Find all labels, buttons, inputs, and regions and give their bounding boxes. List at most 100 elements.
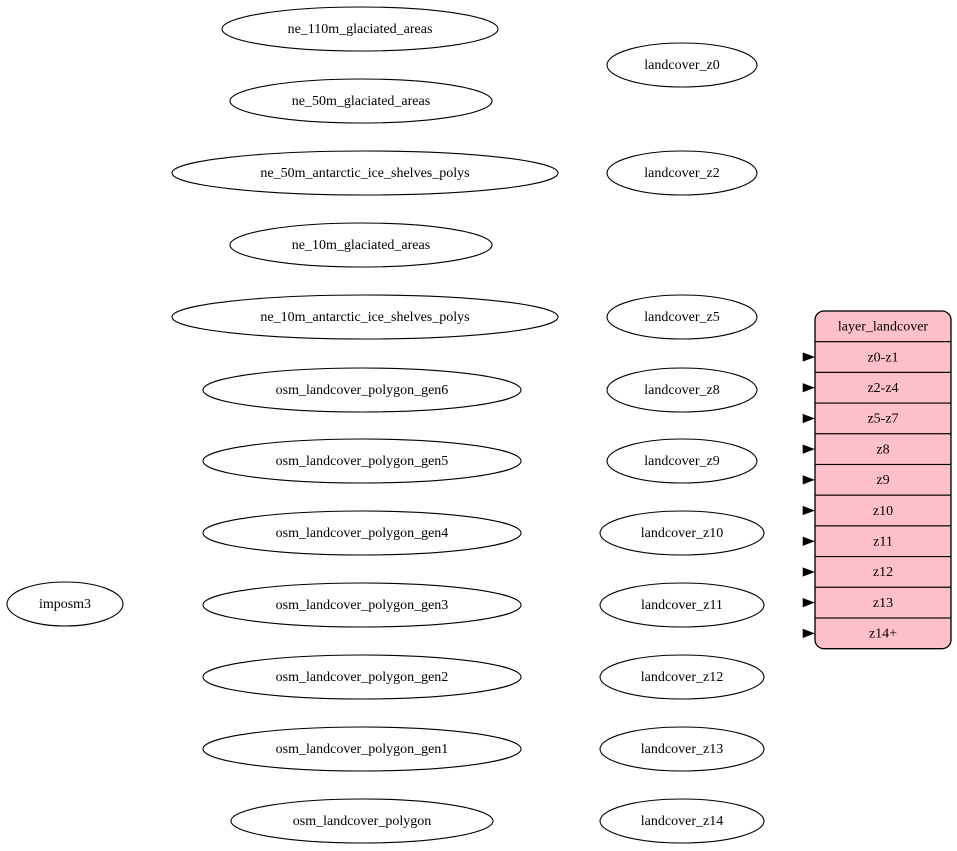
osm-table-node-osm_landcover_polygon_gen5[interactable]: osm_landcover_polygon_gen5 [202,438,522,484]
landcover-view-node-landcover_z2[interactable]: landcover_z2 [606,150,758,196]
table-row-label: z11 [873,535,893,550]
edges-layer [802,352,815,638]
node-label: osm_landcover_polygon [293,814,431,829]
natural-earth-node-ne_50m_antarctic_ice_shelves_polys[interactable]: ne_50m_antarctic_ice_shelves_polys [171,150,559,196]
node-shape [202,367,522,413]
node-label: landcover_z14 [641,814,723,829]
table-row-label: z10 [873,504,893,519]
node-label: imposm3 [39,597,91,612]
landcover-view-node-landcover_z10[interactable]: landcover_z10 [599,510,765,556]
table-row-label: z2-z4 [867,381,898,396]
node-label: ne_50m_antarctic_ice_shelves_polys [260,166,469,181]
node-shape [6,581,124,627]
edge-arrowhead [802,383,815,393]
osm-table-node-osm_landcover_polygon_gen1[interactable]: osm_landcover_polygon_gen1 [202,726,522,772]
node-shape [606,294,758,340]
node-label: ne_10m_antarctic_ice_shelves_polys [260,310,469,325]
landcover-view-node-landcover_z14[interactable]: landcover_z14 [599,798,765,844]
node-label: ne_10m_glaciated_areas [292,238,430,253]
edge-arrowhead [802,352,815,362]
node-label: landcover_z8 [644,383,719,398]
node-label: osm_landcover_polygon_gen2 [276,670,449,685]
osm-table-node-osm_landcover_polygon[interactable]: osm_landcover_polygon [230,798,494,844]
table-row-label: z9 [876,473,889,488]
natural-earth-node-ne_10m_glaciated_areas[interactable]: ne_10m_glaciated_areas [229,222,493,268]
natural-earth-node-ne_50m_glaciated_areas[interactable]: ne_50m_glaciated_areas [229,78,493,124]
table-row-label: z12 [873,565,893,580]
node-label: osm_landcover_polygon_gen6 [276,383,449,398]
source-node-imposm3[interactable]: imposm3 [6,581,124,627]
edge-arrowhead [802,598,815,608]
node-shape [599,582,765,628]
landcover-view-node-landcover_z8[interactable]: landcover_z8 [606,367,758,413]
osm-table-node-osm_landcover_polygon_gen6[interactable]: osm_landcover_polygon_gen6 [202,367,522,413]
table-row-z8[interactable] [815,433,951,466]
osm-table-node-osm_landcover_polygon_gen2[interactable]: osm_landcover_polygon_gen2 [202,654,522,700]
node-label: osm_landcover_polygon_gen3 [276,598,449,613]
edge-arrowhead [802,413,815,424]
node-shape [599,798,765,844]
table-header-label: layer_landcover [838,320,929,335]
table-row-z2-z4[interactable] [815,371,951,404]
node-shape [229,222,493,268]
node-label: osm_landcover_polygon_gen1 [276,742,449,757]
landcover-view-node-landcover_z5[interactable]: landcover_z5 [606,294,758,340]
table-row-label: z8 [876,442,889,457]
node-shape [221,6,499,52]
node-label: landcover_z11 [641,598,723,613]
edge-arrowhead [802,475,815,485]
edge-arrowhead [802,444,815,454]
layer-landcover-table[interactable]: layer_landcover z0-z1 z2-z4 z5-z7 z8 z9 z10 z11… [814,310,952,650]
node-shape [202,654,522,700]
node-label: osm_landcover_polygon_gen5 [276,454,449,469]
node-shape [202,438,522,484]
node-label: osm_landcover_polygon_gen4 [276,526,449,541]
landcover-view-node-landcover_z13[interactable]: landcover_z13 [599,726,765,772]
landcover-view-node-landcover_z11[interactable]: landcover_z11 [599,582,765,628]
table-row-z10[interactable] [815,494,951,527]
natural-earth-node-ne_10m_antarctic_ice_shelves_polys[interactable]: ne_10m_antarctic_ice_shelves_polys [171,294,559,340]
node-label: landcover_z10 [641,526,723,541]
table-row-label: z5-z7 [867,412,898,427]
node-shape [202,582,522,628]
node-shape [606,150,758,196]
node-label: landcover_z12 [641,670,723,685]
nodes-layer: imposm3 ne_110m_glaciated_areas ne_50m_gla… [6,6,765,844]
node-shape [171,294,559,340]
node-shape [230,798,494,844]
table-row-label: z0-z1 [867,350,898,365]
natural-earth-node-ne_110m_glaciated_areas[interactable]: ne_110m_glaciated_areas [221,6,499,52]
node-shape [606,367,758,413]
node-label: landcover_z13 [641,742,723,757]
edge-arrowhead [802,567,815,577]
osm-table-node-osm_landcover_polygon_gen4[interactable]: osm_landcover_polygon_gen4 [202,510,522,556]
node-shape [599,510,765,556]
osm-table-node-osm_landcover_polygon_gen3[interactable]: osm_landcover_polygon_gen3 [202,582,522,628]
node-label: ne_110m_glaciated_areas [288,22,433,37]
node-label: landcover_z0 [644,58,719,73]
table-row-label: z13 [873,596,893,611]
table-row-z14+[interactable] [815,617,951,649]
edge-arrowhead [802,505,815,516]
table-row-z13[interactable] [815,586,951,619]
node-shape [229,78,493,124]
node-label: landcover_z9 [644,454,719,469]
landcover-view-node-landcover_z0[interactable]: landcover_z0 [606,42,758,88]
node-shape [599,726,765,772]
table-outline [814,310,952,650]
node-shape [606,42,758,88]
node-label: landcover_z2 [644,166,719,181]
node-label: landcover_z5 [644,310,719,325]
node-shape [599,654,765,700]
edge-arrowhead [802,628,815,638]
edge-arrowhead [802,536,815,546]
table-row-label: z14+ [869,627,897,642]
node-shape [171,150,559,196]
landcover-view-node-landcover_z9[interactable]: landcover_z9 [606,438,758,484]
landcover-view-node-landcover_z12[interactable]: landcover_z12 [599,654,765,700]
table-row-z5-z7[interactable] [815,402,951,435]
table-row-z0-z1[interactable] [815,341,951,373]
node-shape [202,510,522,556]
